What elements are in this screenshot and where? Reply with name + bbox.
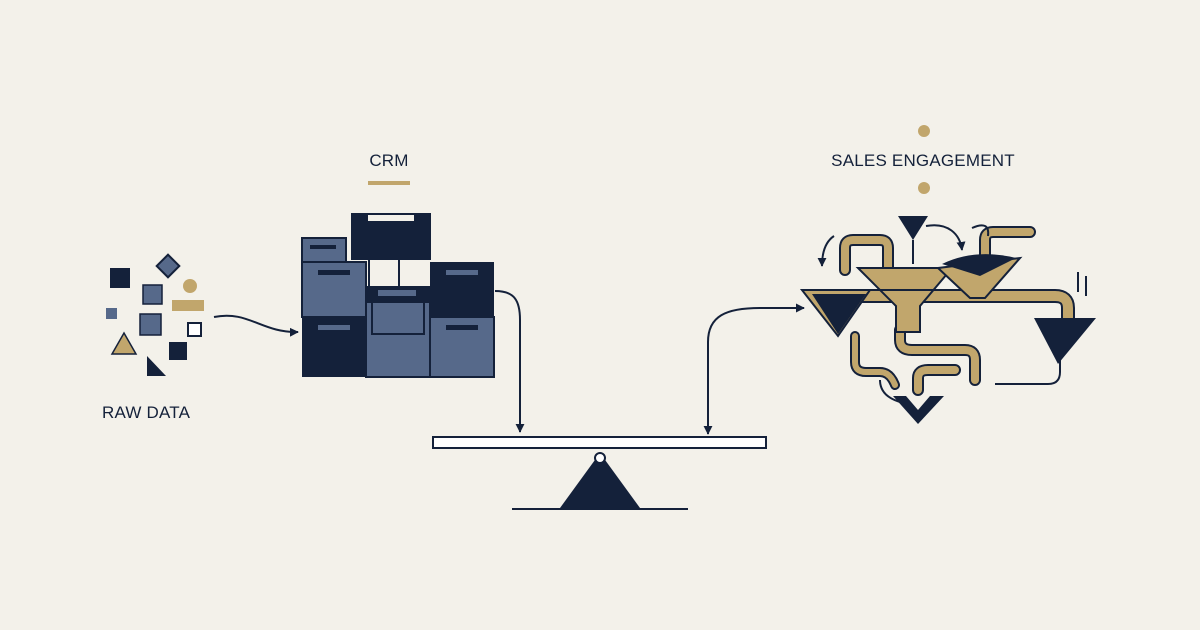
raw-data-label: RAW DATA — [102, 403, 191, 422]
cabinet-top-handle — [368, 215, 414, 221]
funnel-far-right — [1034, 318, 1096, 364]
arrow-crm-to-scale — [494, 290, 525, 433]
seesaw-beam — [432, 436, 767, 449]
cabinet-center-drawer — [371, 301, 425, 335]
funnel-left-fill — [812, 294, 866, 334]
raw-square-5 — [169, 342, 187, 360]
crm-label-underline — [368, 181, 410, 185]
sales-bottom-dot — [918, 182, 930, 194]
raw-square-2 — [142, 284, 163, 305]
funnel-bottom-outer — [893, 396, 944, 424]
pipe-top-right — [981, 228, 1034, 262]
flow-lower-left — [879, 379, 901, 403]
raw-outline-square — [187, 322, 202, 337]
pipe-horizontal-main — [855, 291, 1073, 323]
raw-triangle-navy — [147, 356, 166, 376]
pipe-top-left — [841, 236, 892, 274]
cabinet-center-top-handle — [378, 290, 416, 296]
sales-engagement-label: SALES ENGAGEMENT — [831, 151, 1015, 170]
raw-diamond — [155, 253, 181, 279]
cabinet-left-top-drawer — [301, 237, 347, 265]
sales-engagement-funnel-pipes-icon — [799, 216, 1096, 424]
raw-gold-bar — [172, 300, 204, 311]
cabinet-right-top-handle — [446, 270, 478, 275]
flow-left-arrow — [817, 235, 835, 267]
raw-triangle-gold — [110, 331, 138, 355]
pipe-lower-center — [914, 366, 959, 394]
flow-right-curl — [971, 224, 990, 237]
funnel-right-fill — [942, 254, 1016, 276]
pipe-lower-middle — [896, 326, 979, 384]
crm-filing-cabinet-icon — [301, 213, 495, 378]
raw-gold-circle — [183, 279, 197, 293]
seesaw-fulcrum — [560, 453, 640, 508]
cabinet-left-top-handle — [310, 245, 336, 249]
balance-seesaw-icon — [432, 436, 767, 510]
cabinet-right-bottom-drawer — [429, 316, 495, 378]
crm-label: CRM — [369, 151, 408, 170]
cabinet-left-bottom-handle — [318, 325, 350, 330]
funnel-bottom-inner — [906, 396, 930, 410]
cabinet-left-middle-handle — [318, 270, 350, 275]
arrow-raw-to-crm — [213, 314, 299, 337]
raw-data-shapes-icon — [106, 253, 204, 376]
sales-top-dot — [918, 125, 930, 137]
funnel-top-small — [898, 216, 928, 240]
raw-square-3 — [106, 308, 117, 319]
raw-square-4 — [139, 313, 162, 336]
flow-top-arrow — [925, 224, 966, 251]
seesaw-pivot — [594, 452, 606, 464]
arrow-scale-to-sales-engagement — [703, 303, 805, 435]
pipe-lower-left — [852, 333, 898, 388]
cabinet-right-bottom-handle — [446, 325, 478, 330]
raw-square-1 — [110, 268, 130, 288]
flow-right-return — [995, 345, 1061, 385]
